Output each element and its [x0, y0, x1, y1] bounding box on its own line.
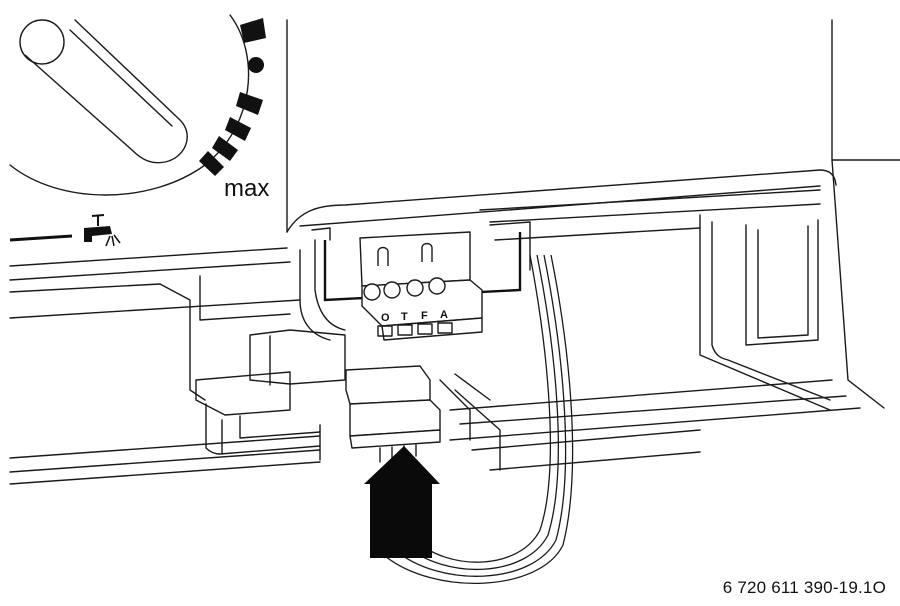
dial-scale-marks: [199, 18, 266, 176]
pin-label-a: A: [440, 309, 448, 321]
tap-icon: [84, 214, 121, 247]
control-panel-housing: [9, 19, 900, 485]
terminal-block: O T F A: [311, 221, 531, 341]
figure-reference: 6 720 611 390-19.1O: [722, 578, 886, 597]
pin-label-f: F: [421, 310, 428, 322]
arrow-up-icon: [364, 446, 440, 558]
plug-connector: [345, 365, 441, 463]
pin-label-o: O: [381, 312, 390, 324]
temperature-dial: max: [9, 14, 269, 202]
max-label: max: [224, 175, 269, 202]
hot-water-indicator: [9, 214, 121, 247]
wire-harness: [384, 254, 574, 585]
pin-label-t: T: [401, 311, 408, 323]
